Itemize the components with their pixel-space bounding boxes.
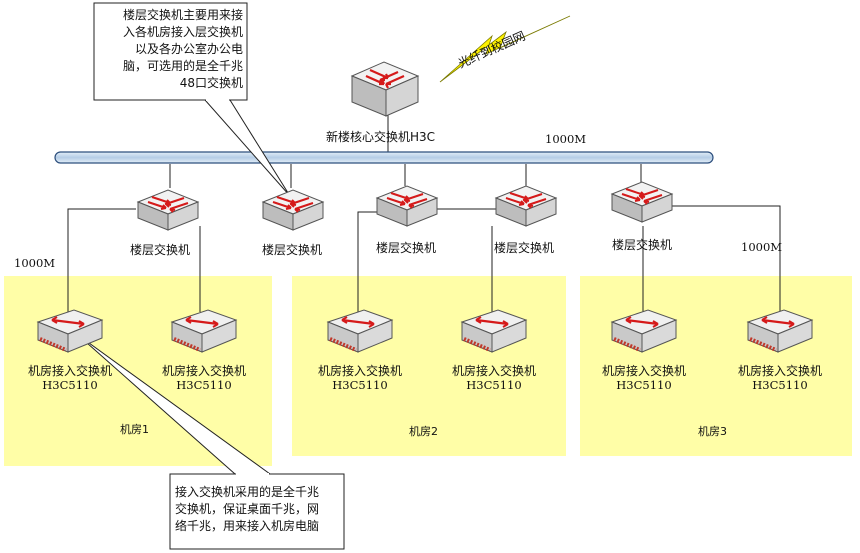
- floor-switch-4-label: 楼层交换机: [494, 241, 555, 255]
- top-callout-line-3: 以及各办公室办公电: [134, 42, 243, 56]
- room-3-name: 机房3: [698, 425, 727, 438]
- access-switch-1a-icon: [36, 309, 104, 353]
- access-switch-1b-model: H3C5110: [176, 378, 232, 392]
- link-speed-right-label: 1000M: [741, 240, 783, 254]
- link-speed-left-label: 1000M: [14, 256, 56, 270]
- access-switch-2b-icon: [460, 309, 528, 353]
- access-switch-3b-icon: [746, 309, 814, 353]
- access-switch-1b-icon: [170, 309, 238, 353]
- backbone-bar: [54, 151, 714, 164]
- access-switch-2a-icon: [326, 309, 394, 353]
- access-switch-1b-name: 机房接入交换机: [161, 364, 246, 378]
- floor-switch-2-label: 楼层交换机: [262, 243, 323, 257]
- access-switch-2b-name: 机房接入交换机: [451, 364, 536, 378]
- access-switch-3b-label: 机房接入交换机 H3C5110: [732, 364, 828, 392]
- floor-switch-1-icon: [136, 189, 200, 231]
- bottom-callout-line-2: 交换机，保证桌面千兆，网: [175, 502, 320, 516]
- floor-switch-5-label: 楼层交换机: [612, 238, 673, 252]
- access-switch-3a-icon: [610, 309, 678, 353]
- bottom-callout-text: 接入交换机采用的是全千兆 交换机，保证桌面千兆，网 络千兆，用来接入机房电脑: [175, 484, 341, 535]
- bottom-callout-line-3: 络千兆，用来接入机房电脑: [175, 519, 320, 533]
- floor-switch-2-icon: [261, 189, 325, 231]
- floor-switch-5-icon: [610, 181, 674, 223]
- access-switch-3b-model: H3C5110: [752, 378, 808, 392]
- access-switch-1b-label: 机房接入交换机 H3C5110: [156, 364, 252, 392]
- access-switch-3a-name: 机房接入交换机: [601, 364, 686, 378]
- floor-switch-3-label: 楼层交换机: [376, 241, 437, 255]
- top-callout-box: [93, 2, 248, 101]
- access-switch-2b-model: H3C5110: [466, 378, 522, 392]
- room-2-name: 机房2: [409, 425, 438, 438]
- backbone-speed-label: 1000M: [545, 132, 587, 146]
- bottom-callout-box: [169, 473, 345, 550]
- access-switch-3a-model: H3C5110: [616, 378, 672, 392]
- link-fs3-b1: [357, 211, 378, 312]
- access-switch-1a-name: 机房接入交换机: [27, 364, 112, 378]
- lightning-icon: [439, 15, 571, 83]
- access-switch-1a-label: 机房接入交换机 H3C5110: [22, 364, 118, 392]
- top-callout-pointer: [203, 99, 291, 197]
- access-switch-3a-label: 机房接入交换机 H3C5110: [596, 364, 692, 392]
- top-callout-line-2: 入各机房接入层交换机: [122, 25, 243, 39]
- floor-switch-3-icon: [375, 185, 439, 227]
- room-1-name: 机房1: [120, 423, 149, 436]
- access-switch-2a-label: 机房接入交换机 H3C5110: [312, 364, 408, 392]
- room-1-area: [4, 276, 272, 466]
- link-fs1-a1: [67, 208, 136, 312]
- bottom-callout-line-1: 接入交换机采用的是全千兆: [175, 485, 320, 499]
- top-callout-text: 楼层交换机主要用来接 入各机房接入层交换机 以及各办公室办公电 脑，可选用的是全…: [100, 7, 243, 92]
- top-callout-line-5: 48口交换机: [179, 76, 243, 90]
- access-switch-1a-model: H3C5110: [42, 378, 98, 392]
- top-callout-line-1: 楼层交换机主要用来接: [122, 8, 243, 22]
- floor-switch-1-label: 楼层交换机: [130, 243, 191, 257]
- floor-switch-4-icon: [494, 185, 558, 227]
- room-2-area: [292, 276, 566, 456]
- access-switch-3b-name: 机房接入交换机: [737, 364, 822, 378]
- core-switch-icon: [350, 61, 420, 117]
- top-callout-line-4: 脑，可选用的是全千兆: [122, 59, 243, 73]
- access-switch-2b-label: 机房接入交换机 H3C5110: [446, 364, 542, 392]
- room-3-area: [580, 276, 852, 456]
- access-switch-2a-model: H3C5110: [332, 378, 388, 392]
- link-fs5-c2: [670, 205, 781, 312]
- core-switch-label: 新楼核心交换机H3C: [326, 130, 436, 144]
- access-switch-2a-name: 机房接入交换机: [317, 364, 402, 378]
